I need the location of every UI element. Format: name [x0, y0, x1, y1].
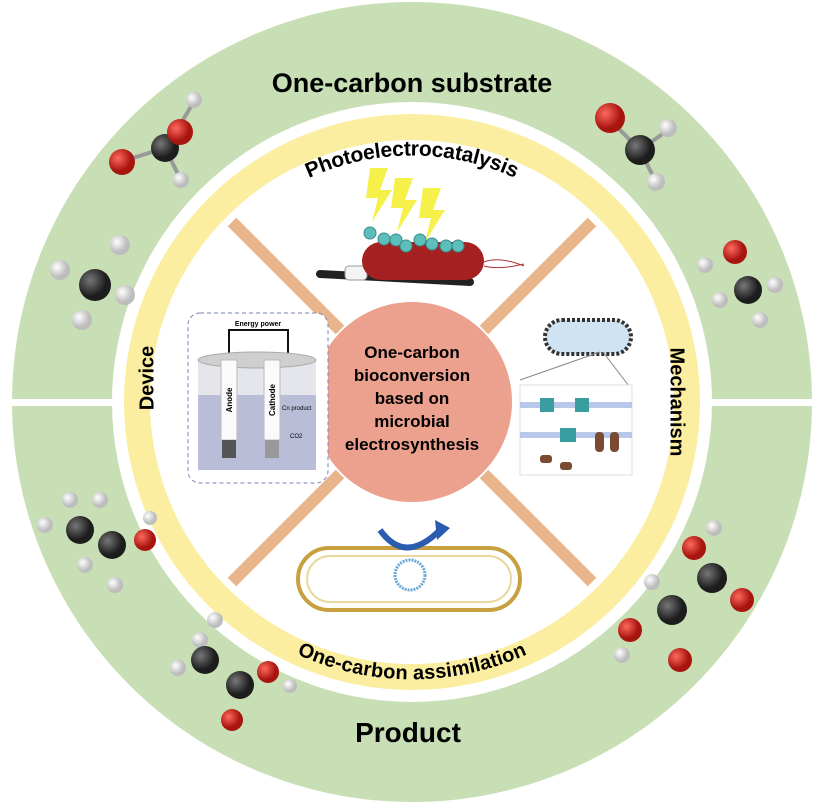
center-line: bioconversion: [354, 366, 470, 385]
cathode-label: Cathode: [268, 383, 277, 416]
device-illustration: Energy power Anode Cathode Cn product CO…: [187, 312, 329, 484]
photoelectrocatalysis-illustration: [316, 168, 525, 286]
ring-divider-right: [705, 399, 815, 406]
center-line: electrosynthesis: [345, 435, 479, 454]
center-circle: [312, 302, 512, 502]
center-text: One-carbon bioconversion based on microb…: [345, 343, 479, 454]
mechanism-illustration: [519, 318, 633, 476]
center-line: One-carbon: [364, 343, 459, 362]
lightning-icon: [391, 178, 417, 232]
energy-power-label: Energy power: [235, 321, 282, 328]
lightning-icon: [419, 188, 445, 242]
inner-right-label: Mechanism: [666, 348, 688, 457]
anode-label: Anode: [225, 387, 234, 412]
molecule-formaldehyde: [595, 103, 677, 191]
center-line: based on: [375, 389, 450, 408]
molecule-methane: [50, 235, 135, 330]
spokes: [227, 217, 597, 587]
outer-top-label: One-carbon substrate: [272, 68, 553, 98]
outer-bottom-label: Product: [355, 717, 461, 748]
ring-divider-left: [10, 399, 120, 406]
molecule-methanol: [697, 240, 783, 328]
molecule-ethanol: [37, 492, 157, 593]
lightning-icon: [366, 168, 392, 222]
inner-left-label: Device: [136, 346, 158, 411]
molecule-acetic-acid: [170, 612, 297, 731]
product-label: Cn product: [282, 406, 312, 412]
center-line: microbial: [374, 412, 450, 431]
assimilation-illustration: [296, 520, 522, 612]
co2-label: CO2: [290, 434, 303, 440]
molecule-formic-acid: [109, 92, 202, 188]
molecule-succinic-acid: [614, 520, 754, 672]
